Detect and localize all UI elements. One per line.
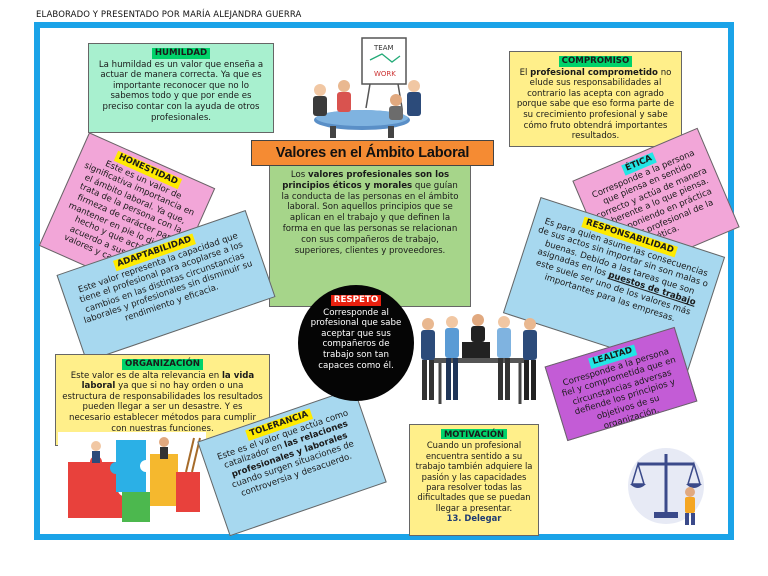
compromiso-text: no elude sus responsabilidades al contra…	[516, 67, 675, 142]
compromiso-card: COMPROMISO El profesional comprometido n…	[509, 51, 682, 147]
whiteboard-work-label: WORK	[374, 70, 396, 78]
main-title-banner: Valores en el Ámbito Laboral	[251, 140, 494, 166]
valores-definition-card: Los valores profesionales son los princi…	[269, 163, 471, 307]
justice-scale-illustration	[628, 448, 704, 525]
humildad-card: HUMILDAD La humildad es un valor que ens…	[88, 43, 274, 133]
puzzle-illustration	[58, 432, 206, 528]
respeto-title: RESPETO	[330, 295, 382, 306]
motivacion-title: MOTIVACIÓN	[440, 429, 508, 440]
humildad-text: La humildad es un valor que enseña a act…	[98, 59, 264, 123]
organizacion-bold: la vida laboral	[81, 370, 255, 392]
compromiso-title: COMPROMISO	[558, 56, 633, 67]
motivacion-text: Cuando un profesional encuentra sentido …	[415, 440, 533, 513]
main-title: Valores en el Ámbito Laboral	[275, 145, 470, 161]
compromiso-bold: profesional comprometido	[530, 67, 658, 78]
whiteboard-team-label: TEAM	[373, 44, 394, 52]
motivacion-card: MOTIVACIÓN Cuando un profesional encuent…	[409, 424, 539, 536]
motivacion-footer: 13. Delegar	[446, 513, 502, 524]
business-team-illustration	[421, 314, 537, 404]
humildad-title: HUMILDAD	[151, 48, 211, 59]
respeto-text: Corresponde al profesional que sabe acep…	[310, 307, 402, 371]
valores-text-1: Los	[290, 170, 308, 180]
organizacion-text: ya que si no hay orden o una estructura …	[62, 381, 263, 434]
author-credit: ELABORADO Y PRESENTADO POR MARÍA ALEJAND…	[36, 10, 302, 20]
valores-bold: valores profesionales son los principios…	[282, 170, 450, 191]
compromiso-pre: El	[519, 67, 531, 78]
respeto-circle: RESPETO Corresponde al profesional que s…	[298, 285, 414, 401]
organizacion-title: ORGANIZACIÓN	[122, 359, 203, 370]
valores-text-2: que guían la conducta de las personas en…	[281, 180, 459, 256]
organizacion-pre: Este valor es de alta relevancia en	[70, 370, 222, 381]
team-meeting-illustration: TEAM WORK	[313, 37, 421, 138]
